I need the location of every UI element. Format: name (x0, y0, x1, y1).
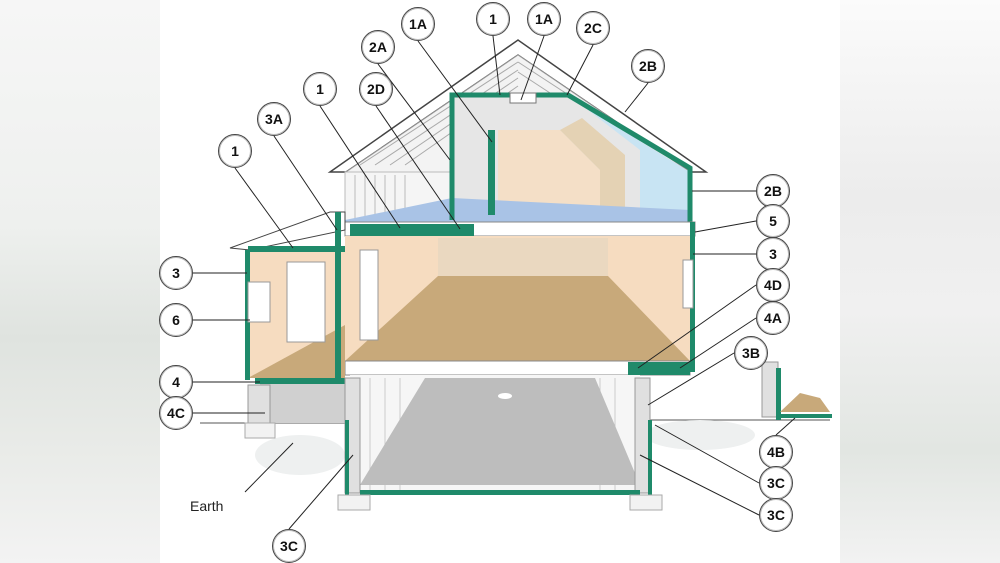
left-addition (229, 211, 346, 439)
callout-6: 6 (159, 303, 193, 337)
callout-3: 3 (159, 256, 193, 290)
basement (337, 375, 663, 511)
callout-1: 1 (303, 72, 337, 106)
leader-lines (193, 35, 796, 530)
earth-label: Earth (190, 498, 224, 514)
main-level (344, 221, 696, 376)
callout-4a: 4A (756, 301, 790, 335)
callout-3a: 3A (257, 102, 291, 136)
callout-2b: 2B (631, 49, 665, 83)
blurred-left-margin (0, 0, 160, 563)
callout-2d: 2D (359, 72, 393, 106)
callout-3c: 3C (759, 466, 793, 500)
callout-1: 1 (218, 134, 252, 168)
callout-2a: 2A (361, 30, 395, 64)
callout-1: 1 (476, 2, 510, 36)
callout-5: 5 (756, 204, 790, 238)
callout-2b: 2B (756, 174, 790, 208)
callout-3b: 3B (734, 336, 768, 370)
blurred-right-margin (840, 0, 1000, 563)
callout-3c: 3C (272, 529, 306, 563)
callout-4b: 4B (759, 435, 793, 469)
callout-2c: 2C (576, 11, 610, 45)
slab-detail (761, 361, 832, 420)
callout-1a: 1A (527, 2, 561, 36)
callout-4: 4 (159, 365, 193, 399)
callout-3: 3 (756, 237, 790, 271)
attic-room (345, 92, 693, 228)
callout-4d: 4D (756, 268, 790, 302)
callout-1a: 1A (401, 7, 435, 41)
callout-3c: 3C (759, 498, 793, 532)
callout-4c: 4C (159, 396, 193, 430)
ground (200, 419, 830, 475)
